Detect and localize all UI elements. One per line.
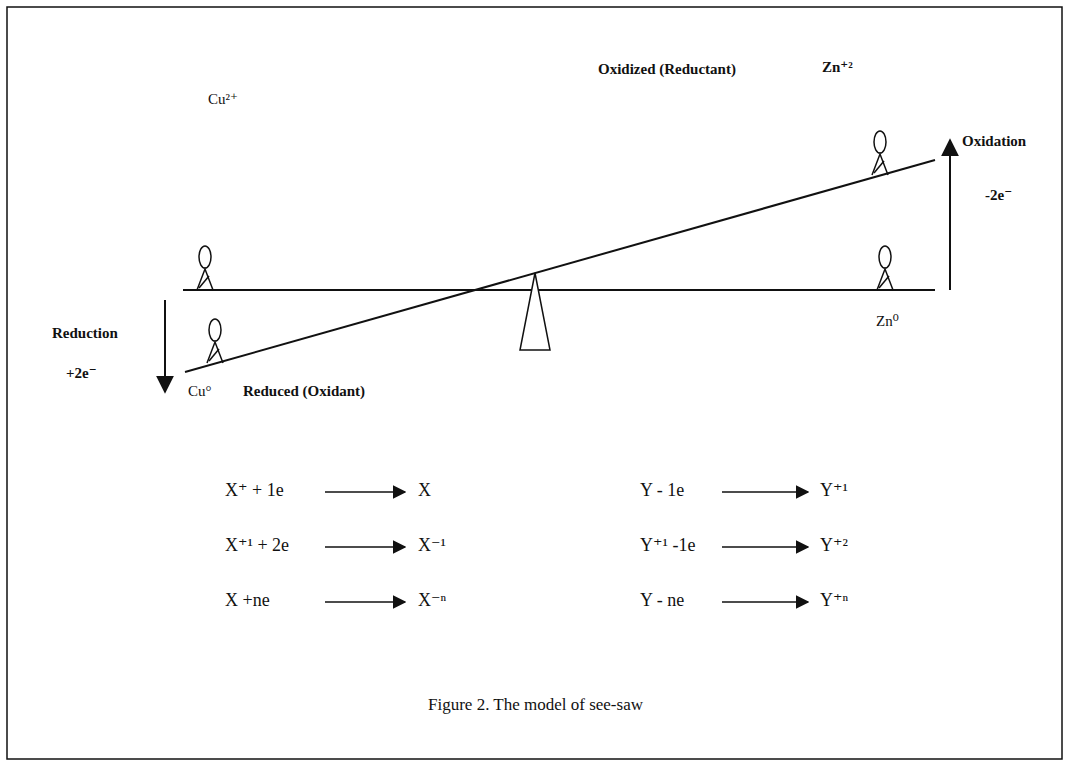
ion-label: Cu²⁺ — [208, 90, 238, 108]
equation-right: X⁻ⁿ — [418, 590, 446, 612]
equation-right: Y⁺ⁿ — [820, 590, 848, 612]
equation-left: X⁺ + 1e — [225, 480, 284, 502]
person-zn0 — [877, 246, 893, 290]
electron-label: +2e⁻ — [66, 364, 97, 382]
person-cu2 — [197, 246, 213, 290]
ion-label: Zn⁰ — [876, 312, 899, 330]
equation-left: X +ne — [225, 590, 270, 612]
ion-label: Zn⁺² — [822, 58, 853, 76]
equation-arrows — [325, 492, 808, 602]
equation-right: Y⁺² — [820, 535, 848, 557]
person-zn2 — [872, 131, 888, 175]
electron-label: -2e⁻ — [985, 186, 1012, 204]
equation-left: Y⁺¹ -1e — [640, 535, 695, 557]
ion-label: Cu° — [188, 382, 212, 400]
tilted-plank — [185, 160, 935, 372]
process-label: Reduction — [52, 324, 118, 342]
equation-right: X — [418, 480, 431, 502]
pivot — [520, 273, 550, 350]
state-label: Oxidized (Reductant) — [598, 60, 736, 78]
equation-right: X⁻¹ — [418, 535, 446, 557]
reduction-arrow — [164, 300, 166, 392]
equation-left: Y - ne — [640, 590, 684, 612]
equation-right: Y⁺¹ — [820, 480, 848, 502]
process-label: Oxidation — [962, 132, 1026, 150]
oxidation-arrow — [949, 140, 951, 290]
level-plank — [183, 289, 935, 291]
state-label: Reduced (Oxidant) — [243, 382, 365, 400]
equation-left: X⁺¹ + 2e — [225, 535, 289, 557]
frame — [7, 7, 1062, 759]
figure-caption: Figure 2. The model of see-saw — [428, 695, 643, 715]
person-cu0 — [207, 319, 223, 363]
equation-left: Y - 1e — [640, 480, 684, 502]
